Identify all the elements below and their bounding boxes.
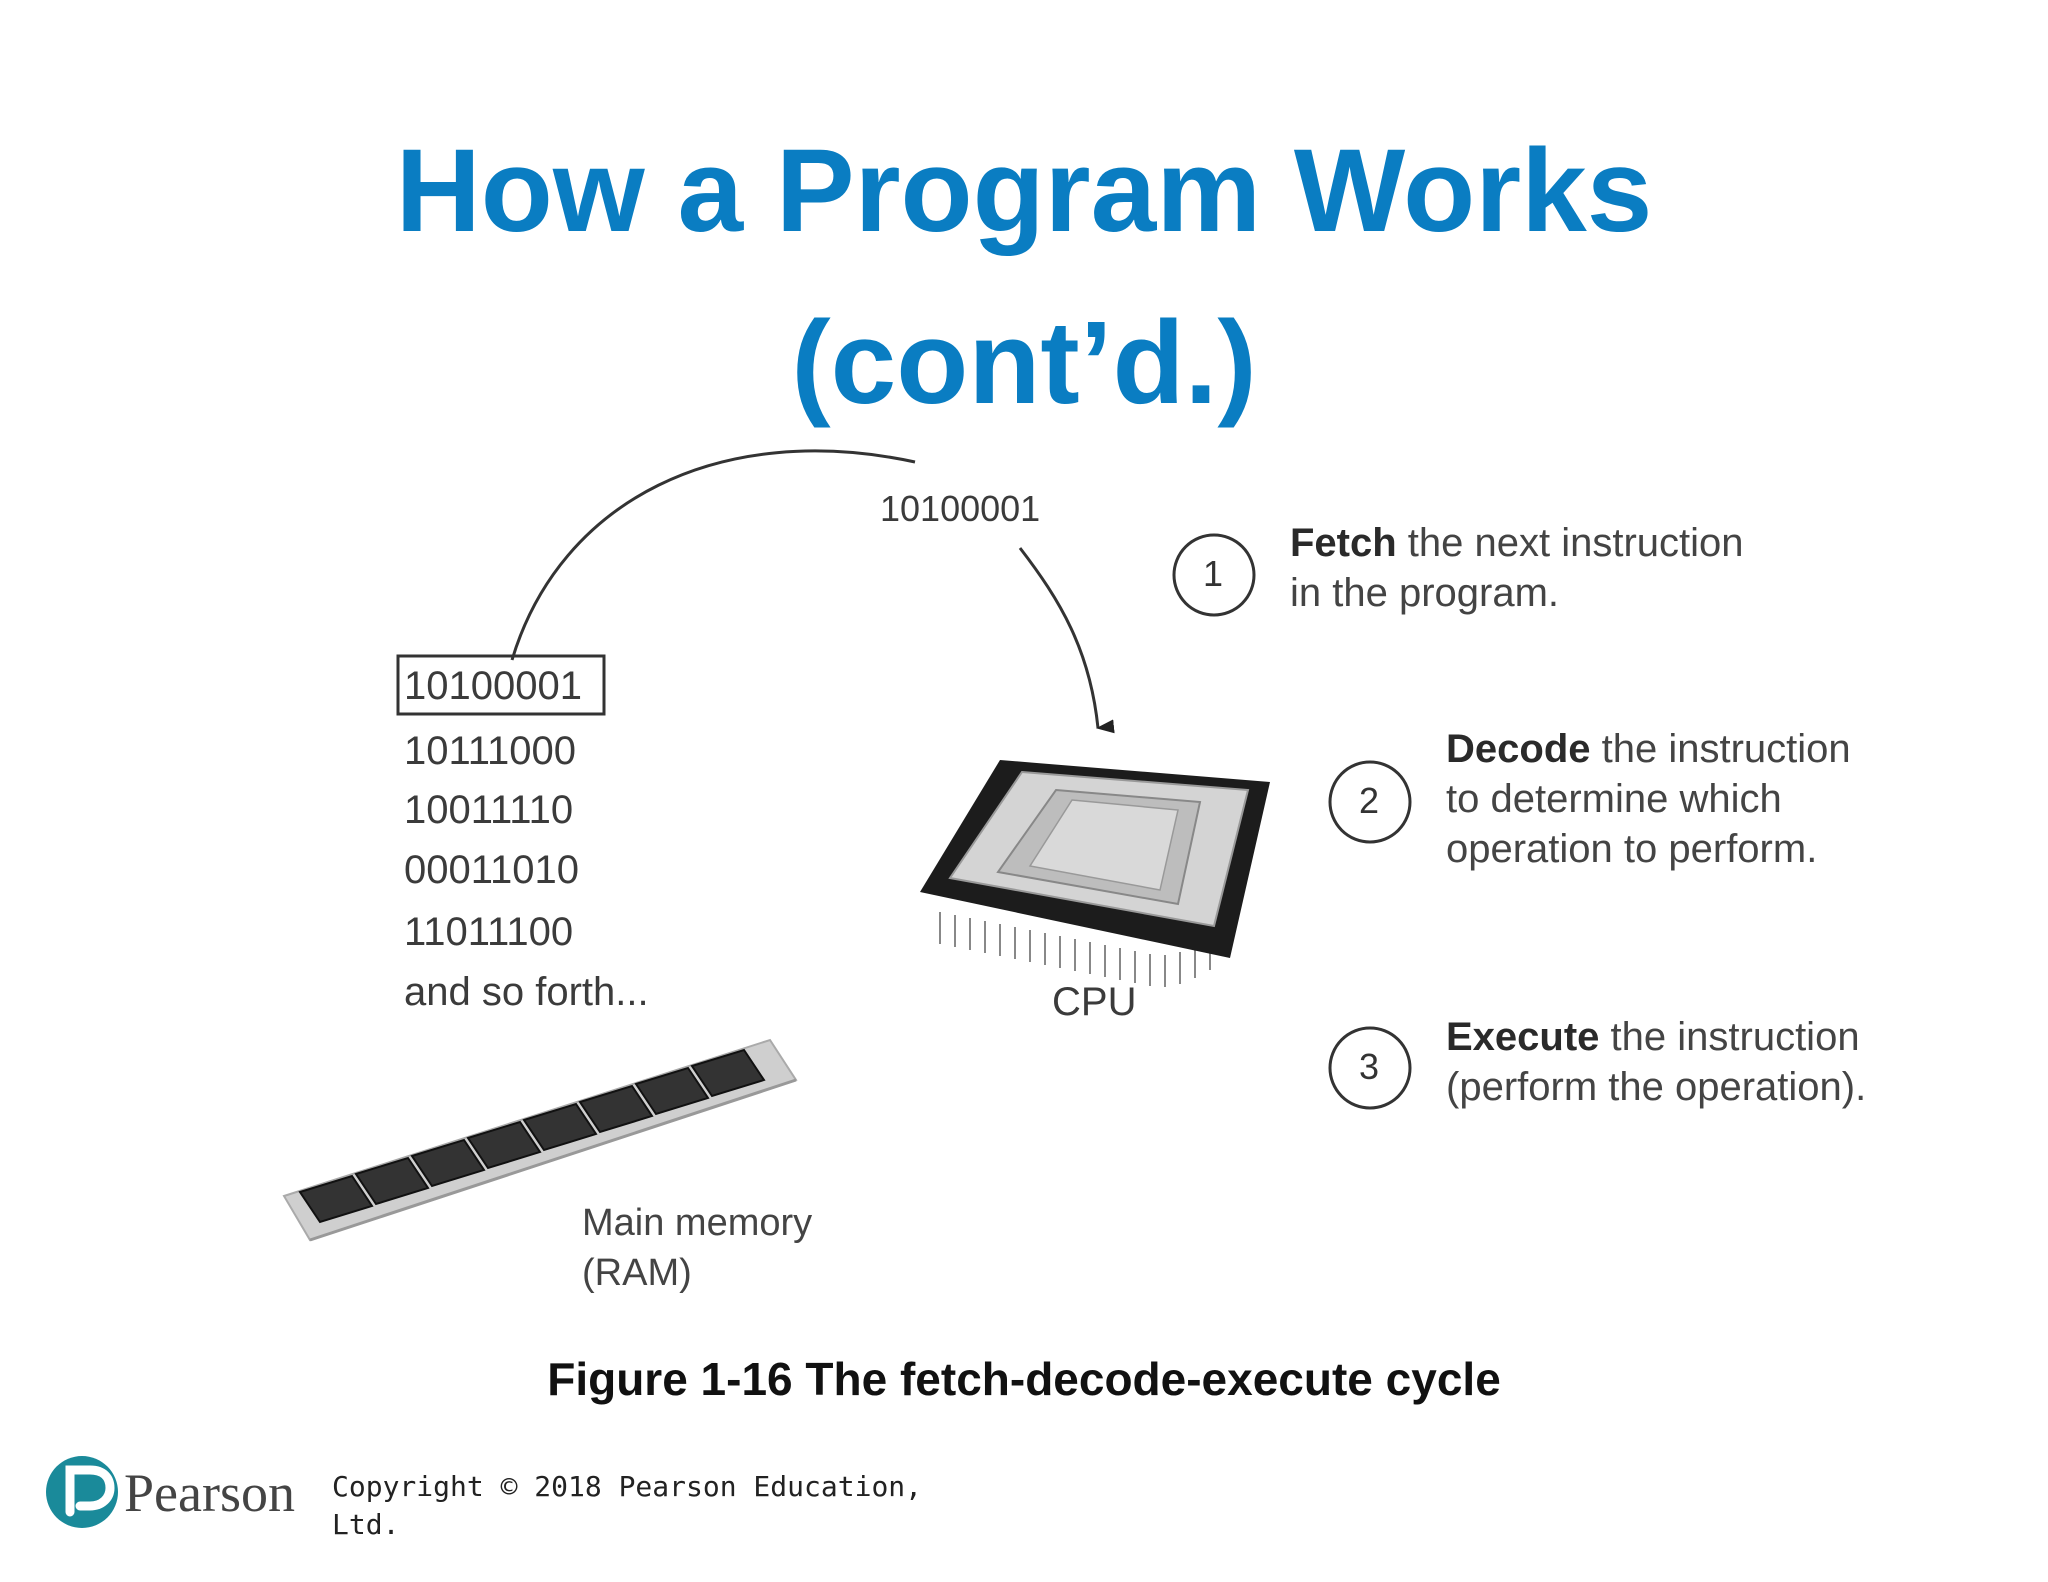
memory-label-line-1: Main memory [582, 1198, 812, 1248]
step-1-line-1: the next instruction [1397, 521, 1744, 565]
step-3-line-1: the instruction [1599, 1015, 1859, 1059]
title-line-1: How a Program Works [0, 105, 2048, 277]
cpu-chip-icon [920, 760, 1270, 987]
step-2-keyword: Decode [1446, 727, 1591, 771]
step-1-number: 1 [1203, 553, 1223, 595]
figure-caption: Figure 1-16 The fetch-decode-execute cyc… [0, 1352, 2048, 1406]
fetch-arc [512, 451, 915, 660]
step-3-text: Execute the instruction (perform the ope… [1446, 1012, 1866, 1112]
step-2-number: 2 [1359, 780, 1379, 822]
step-1-line-2: in the program. [1290, 568, 1744, 618]
memory-and-so-forth: and so forth... [404, 970, 649, 1015]
memory-word-1: 10100001 [404, 664, 582, 709]
step-2-line-2: to determine which [1446, 774, 1851, 824]
step-1-text: Fetch the next instruction in the progra… [1290, 518, 1744, 618]
cpu-label: CPU [1052, 980, 1136, 1025]
copyright-notice: Copyright © 2018 Pearson Education, Ltd. [332, 1468, 952, 1544]
fetch-arrow [1020, 548, 1098, 728]
step-3-number: 3 [1359, 1046, 1379, 1088]
copyright-line-2: Ltd. [332, 1506, 952, 1544]
memory-label: Main memory (RAM) [582, 1198, 812, 1298]
copyright-line-1: Copyright © 2018 Pearson Education, [332, 1468, 952, 1506]
step-2-line-1: the instruction [1591, 727, 1851, 771]
pearson-brand: Pearson [124, 1462, 295, 1524]
memory-word-3: 10011110 [404, 788, 573, 833]
fetched-instruction-label: 10100001 [880, 488, 1040, 530]
step-3-keyword: Execute [1446, 1015, 1599, 1059]
memory-word-4: 00011010 [404, 848, 579, 893]
memory-label-line-2: (RAM) [582, 1248, 812, 1298]
step-1-keyword: Fetch [1290, 521, 1397, 565]
pearson-logo-icon [46, 1456, 118, 1528]
title-line-2: (cont’d.) [0, 277, 2048, 449]
slide-title: How a Program Works (cont’d.) [0, 105, 2048, 449]
step-3-line-2: (perform the operation). [1446, 1062, 1866, 1112]
step-2-line-3: operation to perform. [1446, 824, 1851, 874]
memory-word-2: 10111000 [404, 729, 576, 774]
step-2-text: Decode the instruction to determine whic… [1446, 724, 1851, 874]
memory-word-5: 11011100 [404, 910, 573, 955]
